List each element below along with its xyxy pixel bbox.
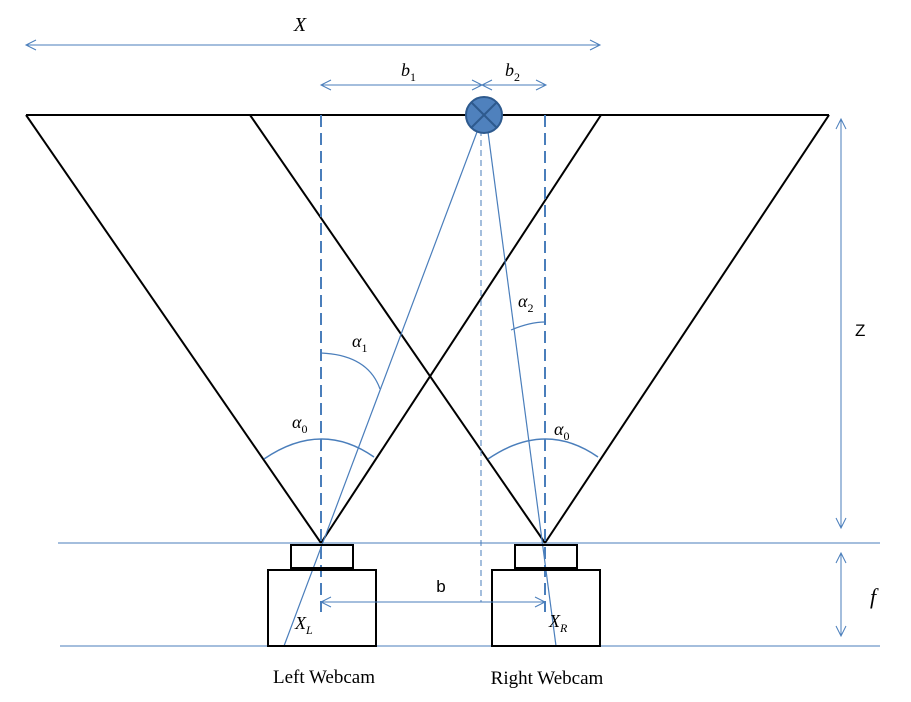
left-webcam-lens-box [290, 544, 354, 569]
alpha2-arc [510, 321, 546, 331]
b2-label: b2 [505, 60, 520, 84]
alpha1-label: α1 [352, 331, 367, 355]
x-dimension-arrow [24, 39, 602, 51]
x-label: X [293, 14, 307, 36]
right-fov-right-edge [544, 114, 830, 544]
b1-dimension-arrow [319, 79, 484, 91]
f-dimension-arrow [835, 551, 847, 638]
left-webcam-body [267, 569, 377, 647]
b-label: b [436, 577, 445, 596]
b1-label: b1 [401, 60, 416, 84]
alpha0-right-label: α0 [554, 419, 569, 443]
f-label: f [870, 584, 879, 609]
z-label: Z [855, 321, 865, 340]
alpha1-arc [320, 352, 381, 390]
b-dimension-arrow [319, 596, 547, 608]
left-fov-left-edge [25, 114, 322, 544]
alpha0-left-arc [263, 438, 375, 460]
alpha0-right-arc [487, 438, 599, 460]
target-circle-x-icon [465, 96, 503, 134]
left-webcam-caption: Left Webcam [273, 667, 375, 688]
right-webcam-caption: Right Webcam [491, 668, 604, 689]
right-ray [487, 131, 557, 647]
alpha0-left-label: α0 [292, 412, 307, 436]
xr-label: XR [548, 611, 568, 635]
b2-dimension-arrow [480, 79, 548, 91]
left-ray [283, 131, 478, 647]
right-fov-left-edge [249, 114, 546, 544]
alpha2-label: α2 [518, 291, 533, 315]
right-webcam-lens-box [514, 544, 578, 569]
left-fov-right-edge [320, 114, 602, 544]
right-webcam-body [491, 569, 601, 647]
z-dimension-arrow [835, 117, 847, 530]
xl-label: XL [294, 613, 313, 637]
